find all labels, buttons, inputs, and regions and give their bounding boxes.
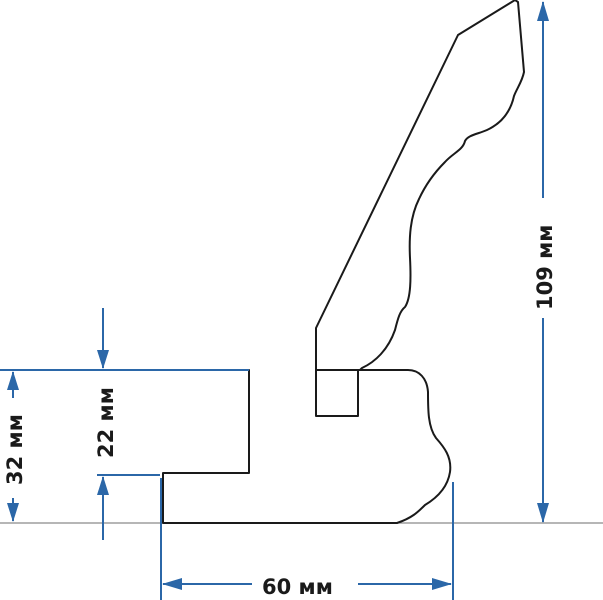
dim-32-label: 32 мм	[3, 414, 27, 485]
dim-60-label: 60 мм	[262, 575, 333, 599]
dim-109-arrow-top	[537, 1, 549, 21]
molding-profile-outline	[162, 0, 525, 524]
dim-109-arrow-bottom	[537, 503, 549, 523]
dim-22-label: 22 мм	[94, 387, 118, 458]
dim-60-arrow-left	[162, 578, 182, 590]
dim-60-arrow-right	[432, 578, 452, 590]
dim-109-label: 109 мм	[533, 225, 557, 310]
dim-32-arrow-bottom	[7, 503, 19, 522]
dim-32-arrow-top	[7, 371, 19, 390]
dim-22-arrow-bottom	[97, 476, 109, 495]
dim-22-arrow-top	[97, 350, 109, 369]
